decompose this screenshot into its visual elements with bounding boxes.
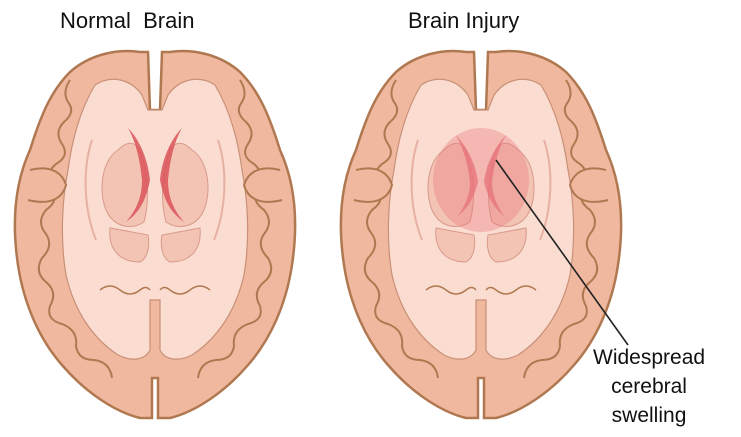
swelling-region xyxy=(433,128,529,232)
callout-line-1: Widespread xyxy=(593,343,705,372)
normal-brain xyxy=(15,51,295,418)
swelling-callout: Widespread cerebral swelling xyxy=(593,343,705,430)
callout-line-3: swelling xyxy=(593,401,705,430)
injured-brain xyxy=(341,51,621,418)
callout-line-2: cerebral xyxy=(593,372,705,401)
